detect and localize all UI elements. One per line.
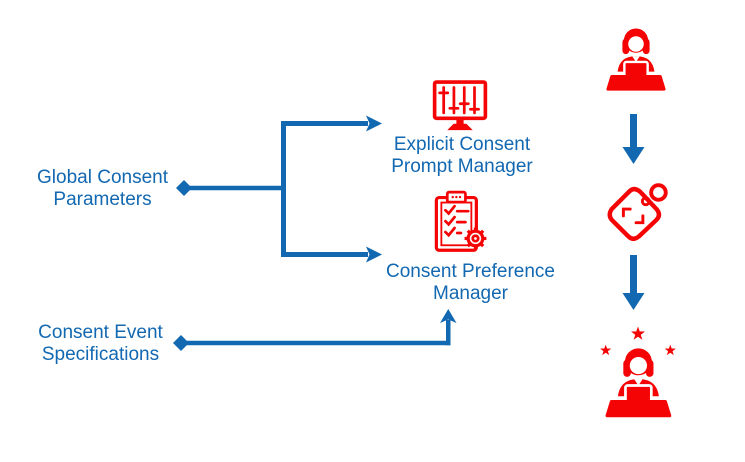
label-line: Specifications <box>41 344 160 365</box>
label-global-consent-parameters: Global Consent Parameters <box>15 167 190 211</box>
flow-arrow-down-1 <box>622 114 645 164</box>
connector-branch <box>281 115 382 263</box>
label-line: Prompt Manager <box>391 156 533 177</box>
price-tag-icon <box>600 179 676 245</box>
label-explicit-consent-prompt-manager: Explicit Consent Prompt Manager <box>372 134 552 178</box>
satisfied-user-at-laptop-icon <box>591 322 685 420</box>
label-consent-event-specifications: Consent Event Specifications <box>13 322 188 366</box>
connector-consent-event <box>173 309 457 351</box>
label-line: Parameters <box>53 189 152 210</box>
checklist-gear-icon <box>430 189 490 257</box>
label-line: Global Consent <box>37 167 168 188</box>
label-line: Consent Preference <box>386 261 555 282</box>
user-at-laptop-icon <box>603 25 669 95</box>
label-line: Explicit Consent <box>393 134 531 155</box>
label-consent-preference-manager: Consent Preference Manager <box>373 261 568 305</box>
flow-arrow-down-2 <box>622 255 645 310</box>
settings-sliders-monitor-icon <box>431 79 489 134</box>
label-line: Consent Event <box>38 322 163 343</box>
connector-global-consent <box>176 180 286 196</box>
label-line: Manager <box>433 283 508 304</box>
